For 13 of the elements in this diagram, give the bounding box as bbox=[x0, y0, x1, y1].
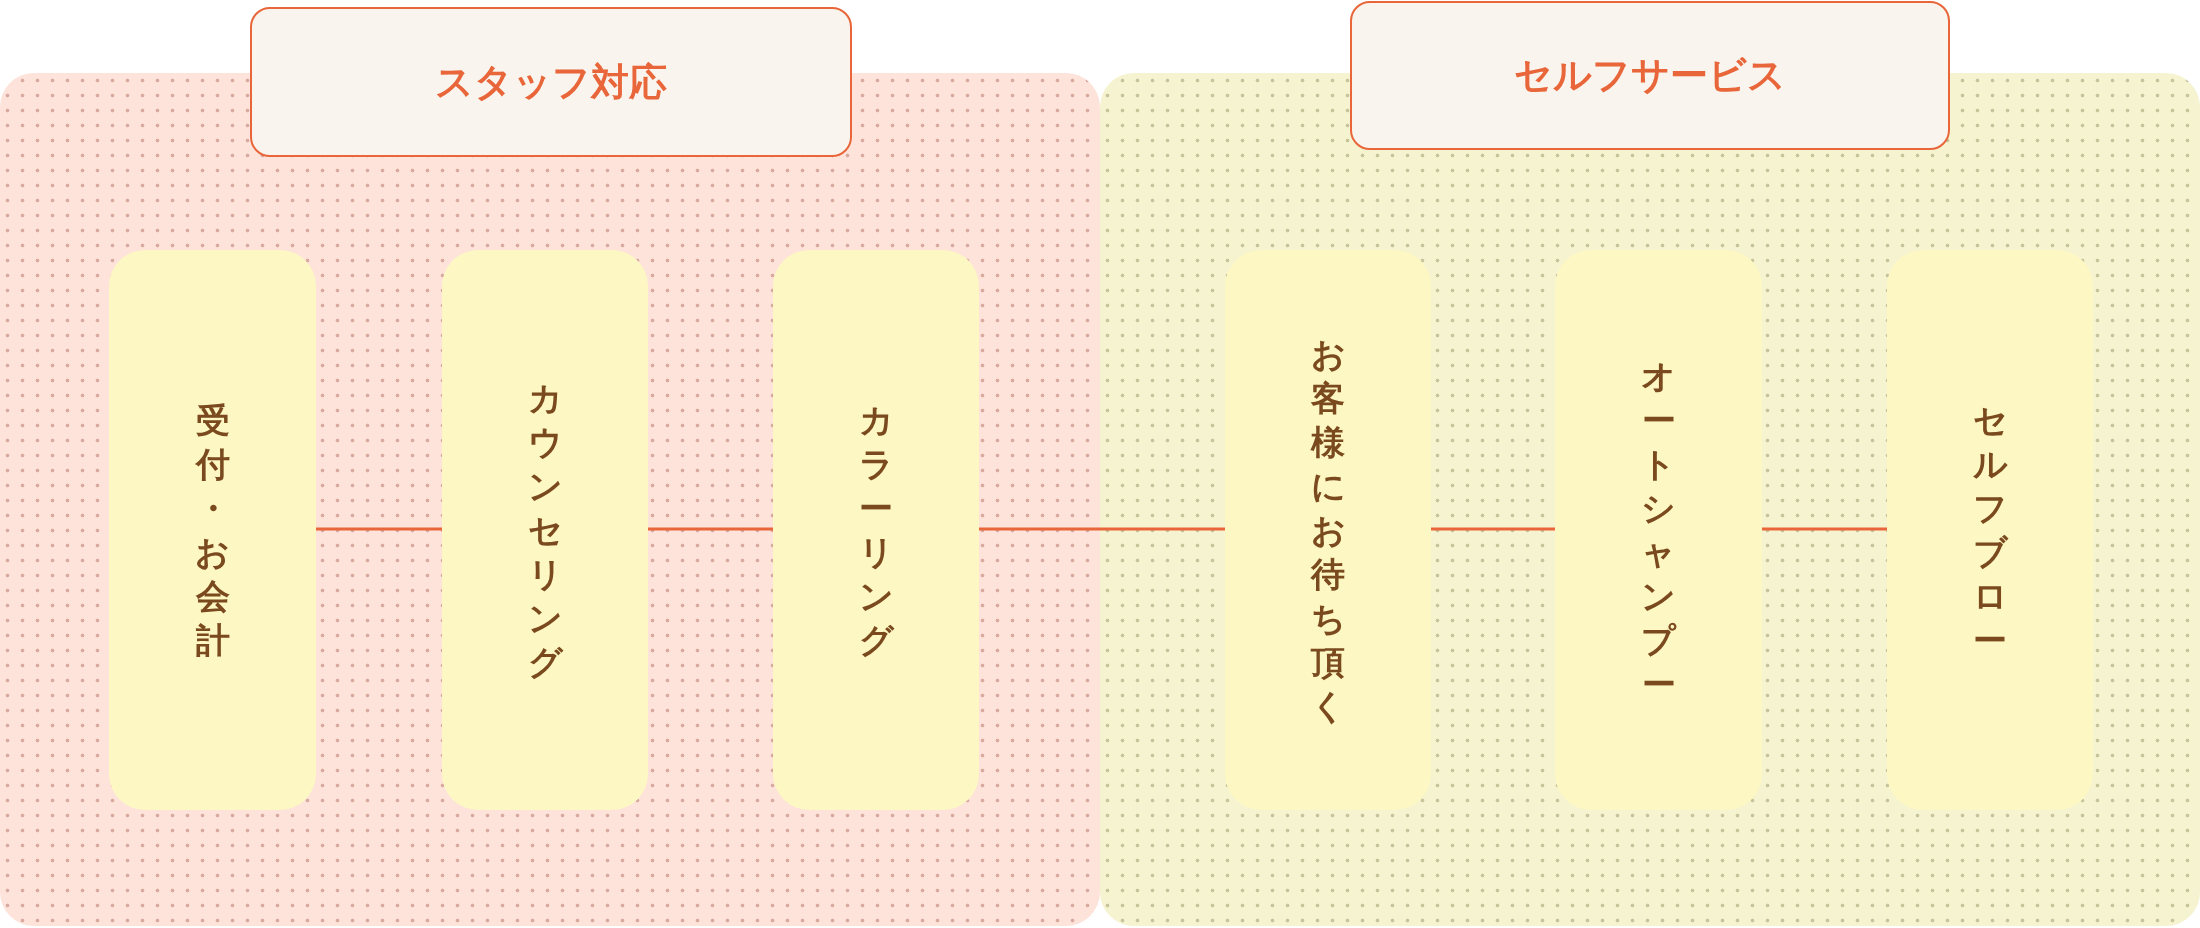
heading-tab: スタッフ対応 bbox=[250, 7, 852, 157]
step-card: オートシャンプー bbox=[1555, 250, 1762, 810]
step-card: セルフブロー bbox=[1887, 250, 2093, 810]
step-card: カラーリング bbox=[773, 250, 979, 810]
step-card: カウンセリング bbox=[442, 250, 648, 810]
step-card: お客様にお待ち頂く bbox=[1225, 250, 1431, 810]
connector-line bbox=[979, 527, 1225, 531]
step-card: 受付・お会計 bbox=[109, 250, 316, 810]
connector-line bbox=[316, 527, 442, 531]
connector-line bbox=[648, 527, 773, 531]
connector-line bbox=[1431, 527, 1555, 531]
connector-line bbox=[1762, 527, 1887, 531]
heading-tab: セルフサービス bbox=[1350, 1, 1950, 150]
